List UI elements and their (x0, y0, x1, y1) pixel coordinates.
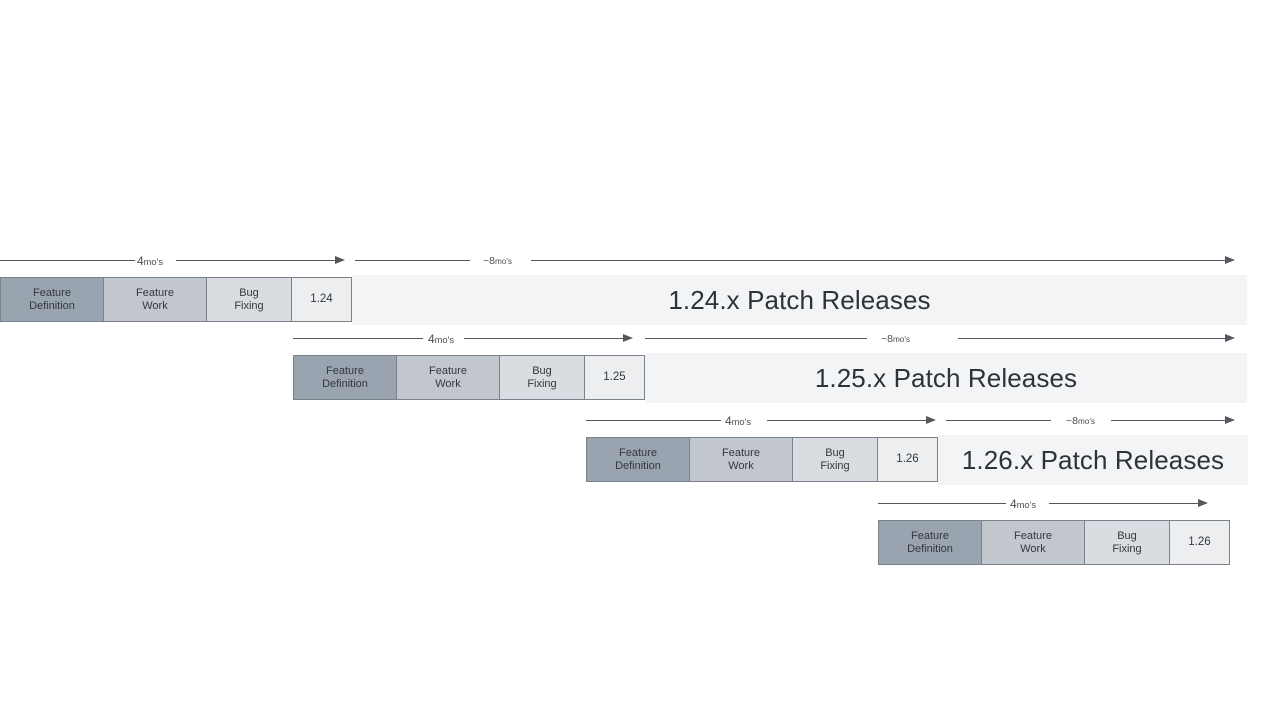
arrow-head-icon (1225, 255, 1235, 264)
phase-version-release[interactable]: 1.25 (585, 356, 644, 399)
phase-feature-definition[interactable]: Feature Definition (879, 521, 982, 564)
patch-release-bar: 1.26.x Patch Releases (938, 435, 1248, 485)
development-duration-label: 4mo's (136, 254, 164, 268)
arrow-head-icon (335, 255, 345, 264)
arrow-head-icon (623, 333, 633, 342)
release-row-4: 4mo's Feature Definition Feature Work Bu… (0, 493, 1280, 593)
patch-release-bar: 1.24.x Patch Releases (352, 275, 1247, 325)
development-duration-label: 4mo's (1009, 497, 1037, 511)
development-duration-label: 4mo's (427, 332, 455, 346)
patch-release-bar: 1.25.x Patch Releases (645, 353, 1247, 403)
development-duration-arrow: 4mo's (0, 250, 345, 272)
phase-bug-fixing[interactable]: Bug Fixing (500, 356, 585, 399)
arrow-line-right (1049, 503, 1199, 504)
phase-box-group: Feature Definition Feature Work Bug Fixi… (0, 277, 352, 322)
phase-box-group: Feature Definition Feature Work Bug Fixi… (293, 355, 645, 400)
arrow-line-left (586, 420, 721, 421)
development-duration-arrow: 4mo's (878, 493, 1208, 515)
patch-release-label: 1.24.x Patch Releases (668, 285, 931, 315)
phase-feature-definition[interactable]: Feature Definition (587, 438, 690, 481)
phase-version-release[interactable]: 1.26 (878, 438, 937, 481)
release-row-3: 4mo's ~8mo's 1.26.x Patch Releases Featu… (0, 410, 1280, 510)
arrow-line-left (645, 338, 867, 339)
arrow-head-icon (926, 415, 936, 424)
patch-duration-arrow: ~8mo's (645, 328, 1235, 350)
arrow-line-left (946, 420, 1051, 421)
arrow-line-right (531, 260, 1226, 261)
phase-feature-work[interactable]: Feature Work (397, 356, 500, 399)
release-row-1: 4mo's ~8mo's 1.24.x Patch Releases Featu… (0, 250, 1280, 350)
development-duration-arrow: 4mo's (586, 410, 936, 432)
phase-box-group: Feature Definition Feature Work Bug Fixi… (878, 520, 1230, 565)
arrow-head-icon (1198, 498, 1208, 507)
phase-bug-fixing[interactable]: Bug Fixing (793, 438, 878, 481)
patch-duration-arrow: ~8mo's (946, 410, 1235, 432)
arrow-line-right (176, 260, 336, 261)
phase-bug-fixing[interactable]: Bug Fixing (207, 278, 292, 321)
arrow-line-left (355, 260, 470, 261)
release-row-2: 4mo's ~8mo's 1.25.x Patch Releases Featu… (0, 328, 1280, 428)
arrow-line-right (958, 338, 1226, 339)
phase-feature-work[interactable]: Feature Work (104, 278, 207, 321)
arrow-head-icon (1225, 333, 1235, 342)
patch-duration-arrow: ~8mo's (355, 250, 1235, 272)
patch-duration-label: ~8mo's (483, 255, 512, 267)
phase-box-group: Feature Definition Feature Work Bug Fixi… (586, 437, 938, 482)
arrow-line-left (878, 503, 1006, 504)
phase-bug-fixing[interactable]: Bug Fixing (1085, 521, 1170, 564)
arrow-line-right (464, 338, 624, 339)
phase-feature-work[interactable]: Feature Work (690, 438, 793, 481)
development-duration-label: 4mo's (724, 414, 752, 428)
arrow-line-right (1111, 420, 1226, 421)
patch-duration-label: ~8mo's (1066, 415, 1095, 427)
arrow-line-left (0, 260, 135, 261)
arrow-line-left (293, 338, 423, 339)
arrow-head-icon (1225, 415, 1235, 424)
phase-version-release[interactable]: 1.26 (1170, 521, 1229, 564)
phase-feature-definition[interactable]: Feature Definition (294, 356, 397, 399)
phase-feature-definition[interactable]: Feature Definition (1, 278, 104, 321)
development-duration-arrow: 4mo's (293, 328, 633, 350)
arrow-line-right (767, 420, 927, 421)
patch-release-label: 1.26.x Patch Releases (961, 445, 1225, 475)
phase-version-release[interactable]: 1.24 (292, 278, 351, 321)
patch-release-label: 1.25.x Patch Releases (814, 363, 1078, 393)
patch-duration-label: ~8mo's (881, 333, 910, 345)
phase-feature-work[interactable]: Feature Work (982, 521, 1085, 564)
